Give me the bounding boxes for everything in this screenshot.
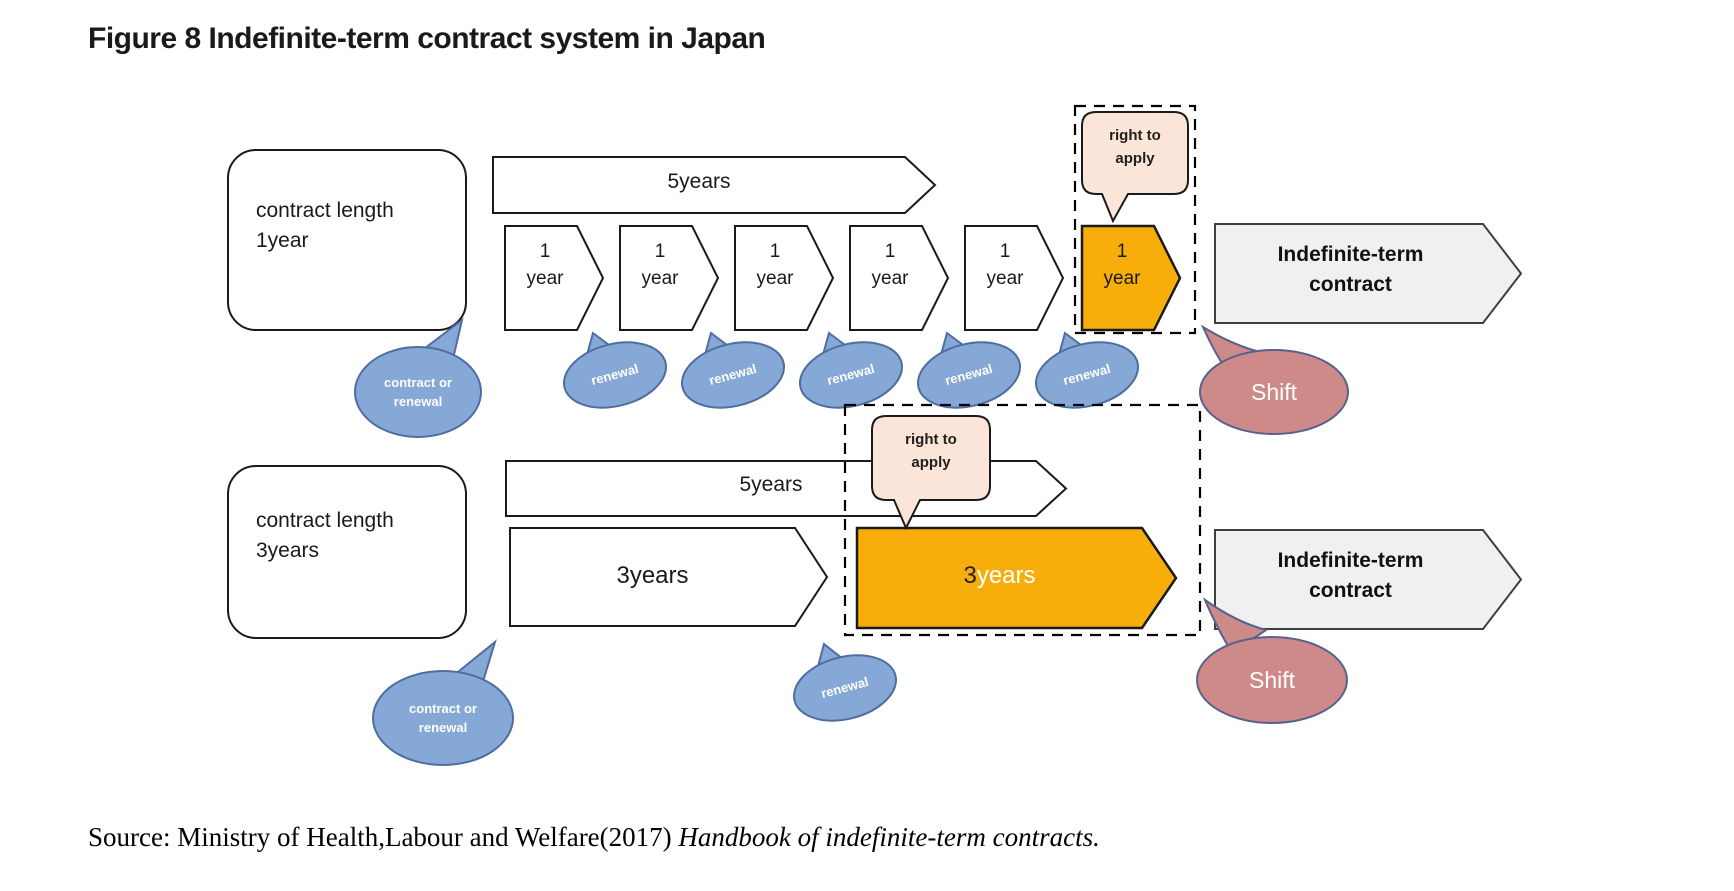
highlighted-three-years-number: 3 — [963, 562, 977, 589]
highlighted-three-years-segment — [855, 526, 1178, 630]
one-year-label-4: 1 year — [871, 241, 909, 289]
one-year-segment-2 — [619, 225, 720, 331]
right-to-apply-callout-row1 — [1081, 111, 1189, 224]
right-to-apply-label-row2: right to apply — [905, 431, 957, 472]
one-year-segment-1 — [504, 225, 605, 331]
renewal-bubbles-row1 — [562, 331, 1140, 409]
contract-or-renewal-bubble-row1 — [354, 346, 482, 438]
contract-or-renewal-bubble-row2 — [372, 670, 514, 766]
contract-length-label-row2: contract length 3years — [256, 509, 394, 563]
shift-bubble-row2 — [1196, 636, 1348, 724]
renewal-bubble-row1-1 — [562, 341, 668, 409]
source-line: Source: Ministry of Health,Labour and We… — [88, 822, 1100, 853]
right-to-apply-callout-row2 — [871, 415, 991, 531]
shift-label-row1: Shift — [1250, 379, 1298, 405]
shift-bubble-row1 — [1199, 349, 1349, 435]
renewal-bubble-row1-3 — [798, 341, 904, 409]
figure-title: Figure 8 Indefinite-term contract system… — [88, 22, 766, 55]
five-years-arrow-row1 — [492, 156, 937, 214]
indefinite-term-label-row2: Indefinite-term contract — [1277, 549, 1424, 603]
one-year-label-5: 1 year — [986, 241, 1024, 289]
highlighted-one-year-segment — [1080, 224, 1182, 332]
contract-length-box-row1 — [227, 149, 467, 331]
right-to-apply-label-row1: right to apply — [1109, 127, 1161, 168]
dashed-conversion-box-row1 — [1073, 104, 1197, 335]
one-year-label-2: 1 year — [641, 241, 679, 289]
shift-label-row2: Shift — [1248, 667, 1296, 693]
source-work-title: Handbook of indefinite-term contracts. — [678, 822, 1100, 852]
indefinite-term-contract-arrow-row1 — [1214, 223, 1523, 324]
one-year-segment-3 — [734, 225, 835, 331]
dashed-conversion-box-row2 — [843, 403, 1202, 637]
contract-or-renewal-label-row1: contract or renewal — [384, 375, 452, 409]
one-year-segment-4 — [849, 225, 950, 331]
contract-length-label-row1: contract length 1year — [256, 199, 394, 253]
renewal-bubble-row1-4 — [916, 341, 1022, 409]
one-year-label-3: 1 year — [756, 241, 794, 289]
five-years-label-row2: 5years — [739, 473, 803, 496]
highlighted-three-years-word: years — [976, 562, 1036, 589]
highlighted-three-years-label: 3years — [857, 562, 1142, 590]
three-years-label: 3years — [616, 562, 689, 589]
renewal-bubble-row2-1 — [792, 654, 898, 722]
highlighted-one-year-label: 1 year — [1103, 241, 1141, 289]
contract-or-renewal-label-row2: contract or renewal — [409, 701, 477, 735]
five-years-label-row1: 5years — [667, 170, 731, 193]
one-year-segment-5 — [964, 225, 1065, 331]
source-text: Source: Ministry of Health,Labour and We… — [88, 822, 679, 852]
three-years-segment — [509, 527, 829, 627]
indefinite-term-label-row1: Indefinite-term contract — [1277, 243, 1424, 297]
contract-length-box-row2 — [227, 465, 467, 639]
one-year-label-1: 1 year — [526, 241, 564, 289]
renewal-bubble-row1-2 — [680, 341, 786, 409]
